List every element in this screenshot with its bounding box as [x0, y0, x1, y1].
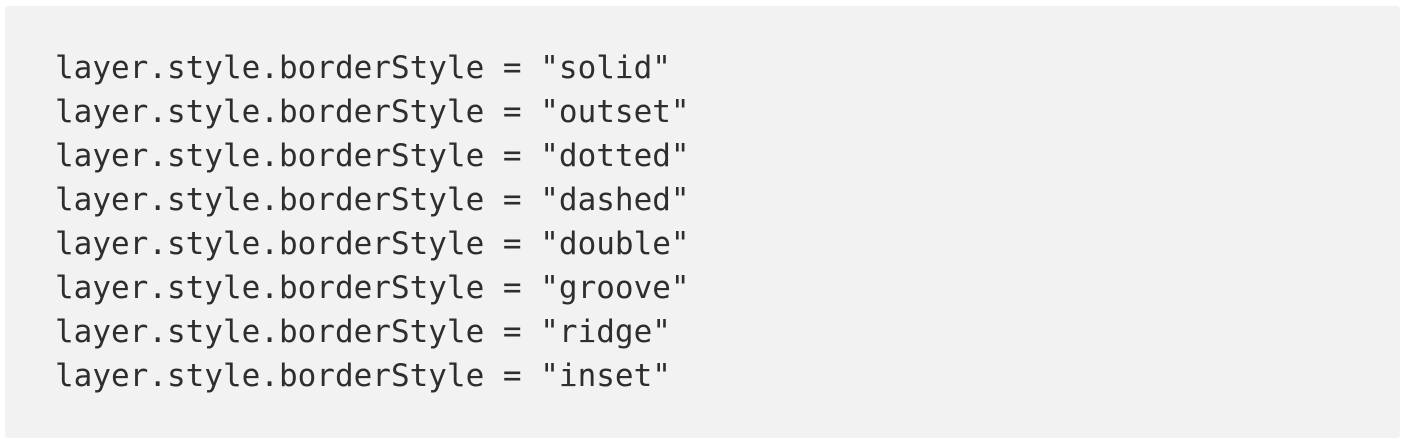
code-line: layer.style.borderStyle = "groove" — [55, 270, 690, 306]
code-line: layer.style.borderStyle = "dotted" — [55, 138, 690, 174]
code-content: layer.style.borderStyle = "solid" layer.s… — [55, 46, 1370, 398]
code-line: layer.style.borderStyle = "solid" — [55, 50, 671, 86]
code-line: layer.style.borderStyle = "outset" — [55, 94, 690, 130]
code-line: layer.style.borderStyle = "double" — [55, 226, 690, 262]
code-block: layer.style.borderStyle = "solid" layer.s… — [5, 6, 1400, 438]
code-line: layer.style.borderStyle = "inset" — [55, 358, 671, 394]
code-line: layer.style.borderStyle = "dashed" — [55, 182, 690, 218]
code-line: layer.style.borderStyle = "ridge" — [55, 314, 671, 350]
